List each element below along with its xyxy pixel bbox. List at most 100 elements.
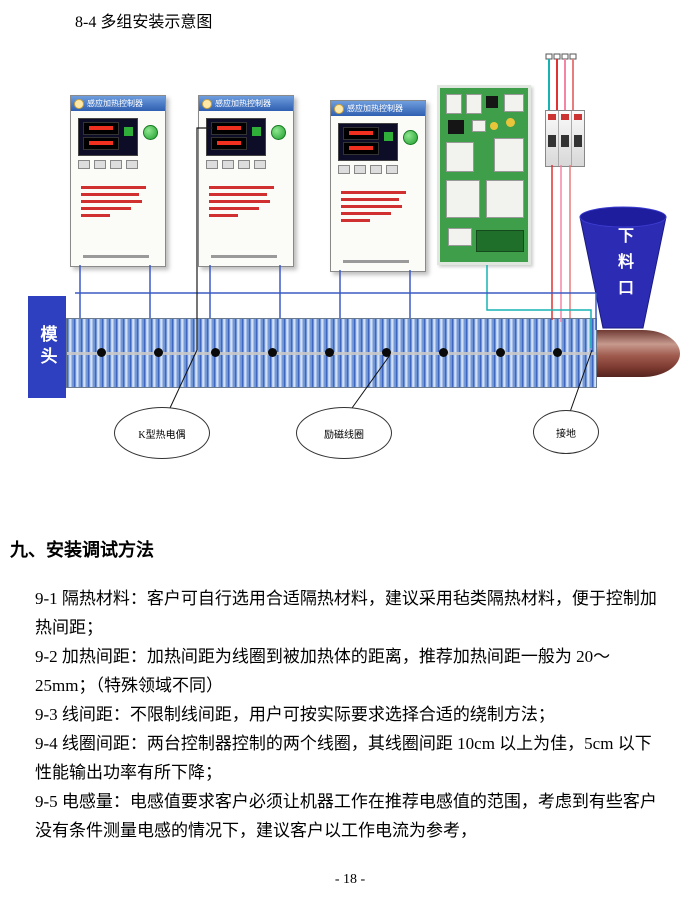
controller-title: 感应加热控制器 bbox=[347, 104, 403, 113]
controller-header: 感应加热控制器 bbox=[199, 96, 293, 111]
display-indicator bbox=[384, 132, 393, 141]
callout-label: 接地 bbox=[556, 428, 576, 440]
controller-button bbox=[206, 160, 218, 169]
controller-button bbox=[94, 160, 106, 169]
coil-dot bbox=[325, 348, 334, 357]
paragraph-9-3: 9-3 线间距：不限制线间距，用户可按实际要求选择合适的绕制方法； bbox=[35, 705, 555, 724]
breaker-module bbox=[546, 111, 559, 166]
pcb-component bbox=[446, 94, 462, 114]
coil-dot bbox=[268, 348, 277, 357]
installation-diagram: 下料口 模头 感应加热控制器 bbox=[0, 50, 700, 480]
figure-caption: 8-4 多组安装示意图 bbox=[75, 14, 213, 31]
controller-header: 感应加热控制器 bbox=[71, 96, 165, 111]
breaker-module bbox=[559, 111, 572, 166]
paragraph-9-4: 9-4 线圈间距：两台控制器控制的两个线圈，其线圈间距 10cm 以上为佳，5c… bbox=[35, 734, 652, 782]
pcb-component bbox=[490, 122, 498, 130]
heating-controller-2: 感应加热控制器 bbox=[198, 95, 294, 267]
paragraph-9-5: 9-5 电感量：电感值要求客户必须让机器工作在推荐电感值的范围，考虑到有些客户没… bbox=[35, 792, 657, 840]
paragraph-9-2: 9-2 加热间距：加热间距为线圈到被加热体的距离，推荐加热间距一般为 20～25… bbox=[35, 647, 611, 695]
warning-line bbox=[209, 214, 238, 217]
controller-logo-icon bbox=[334, 103, 344, 114]
callout-ground: 接地 bbox=[533, 410, 599, 454]
display-indicator bbox=[124, 127, 133, 136]
paragraph-9-1: 9-1 隔热材料：客户可自行选用合适隔热材料，建议采用毡类隔热材料，便于控制加热… bbox=[35, 589, 657, 637]
controller-display bbox=[206, 118, 266, 156]
warning-line bbox=[81, 186, 146, 189]
pcb-component bbox=[506, 118, 515, 127]
warning-line bbox=[341, 198, 399, 201]
warning-line bbox=[81, 214, 110, 217]
warning-line bbox=[81, 200, 143, 203]
warning-line bbox=[341, 219, 370, 222]
pcb-relay bbox=[446, 180, 480, 218]
page-number: - 18 - bbox=[334, 872, 366, 887]
controller-button bbox=[338, 165, 350, 174]
breaker-toggle bbox=[561, 135, 569, 147]
controller-button bbox=[126, 160, 138, 169]
footer-text-line bbox=[83, 255, 149, 258]
warning-line bbox=[81, 193, 139, 196]
controller-button bbox=[222, 160, 234, 169]
footer-text-line bbox=[343, 260, 409, 263]
controller-buttons bbox=[78, 160, 138, 169]
warning-line bbox=[81, 207, 132, 210]
section-heading: 九、安装调试方法 bbox=[10, 540, 154, 560]
display-screen bbox=[343, 142, 379, 155]
breaker-indicator bbox=[561, 114, 569, 120]
coil-dot bbox=[211, 348, 220, 357]
pcb-relay bbox=[486, 180, 524, 218]
breaker-indicator bbox=[548, 114, 556, 120]
warning-text-block bbox=[209, 182, 281, 221]
pcb-terminal-block bbox=[476, 230, 524, 252]
warning-line bbox=[341, 191, 406, 194]
coil-dot bbox=[496, 348, 505, 357]
warning-line bbox=[209, 186, 274, 189]
pcb-component bbox=[494, 138, 524, 172]
power-led bbox=[143, 125, 158, 140]
callout-label: K型热电偶 bbox=[138, 429, 186, 441]
warning-line bbox=[209, 200, 271, 203]
pcb-component bbox=[472, 120, 486, 132]
controller-button bbox=[354, 165, 366, 174]
heating-controller-1: 感应加热控制器 bbox=[70, 95, 166, 267]
breaker-toggle bbox=[548, 135, 556, 147]
controller-logo-icon bbox=[202, 98, 212, 109]
callout-label: 励磁线圈 bbox=[324, 429, 364, 441]
circuit-breakers bbox=[545, 110, 585, 167]
callout-thermocouple: K型热电偶 bbox=[114, 407, 210, 459]
controller-display bbox=[78, 118, 138, 156]
controller-buttons bbox=[206, 160, 266, 169]
heating-controller-3: 感应加热控制器 bbox=[330, 100, 426, 272]
callout-excitation-coil: 励磁线圈 bbox=[296, 407, 392, 459]
coil-dot bbox=[553, 348, 562, 357]
display-screen bbox=[343, 127, 379, 140]
controller-buttons bbox=[338, 165, 398, 174]
material-pipe bbox=[597, 330, 680, 377]
induction-coil-tube bbox=[66, 318, 597, 388]
display-screen bbox=[83, 122, 119, 135]
coil-dot bbox=[97, 348, 106, 357]
display-screen bbox=[83, 137, 119, 150]
coil-dot bbox=[154, 348, 163, 357]
funnel-shape bbox=[579, 206, 667, 329]
controller-button bbox=[110, 160, 122, 169]
warning-text-block bbox=[341, 187, 413, 226]
controller-button bbox=[78, 160, 90, 169]
supply-wires bbox=[545, 53, 577, 110]
display-screen bbox=[211, 122, 247, 135]
coil-dot bbox=[439, 348, 448, 357]
warning-line bbox=[341, 212, 392, 215]
controller-logo-icon bbox=[74, 98, 84, 109]
die-head-block: 模头 bbox=[28, 296, 66, 398]
pcb-component bbox=[486, 96, 498, 108]
feed-hopper: 下料口 bbox=[578, 205, 668, 330]
controller-title: 感应加热控制器 bbox=[87, 99, 143, 108]
warning-line bbox=[341, 205, 403, 208]
controller-display bbox=[338, 123, 398, 161]
warning-text-block bbox=[81, 182, 153, 221]
display-indicator bbox=[252, 127, 261, 136]
breaker-indicator bbox=[574, 114, 582, 120]
warning-line bbox=[209, 193, 267, 196]
pcb-component bbox=[448, 120, 464, 134]
warning-line bbox=[209, 207, 260, 210]
